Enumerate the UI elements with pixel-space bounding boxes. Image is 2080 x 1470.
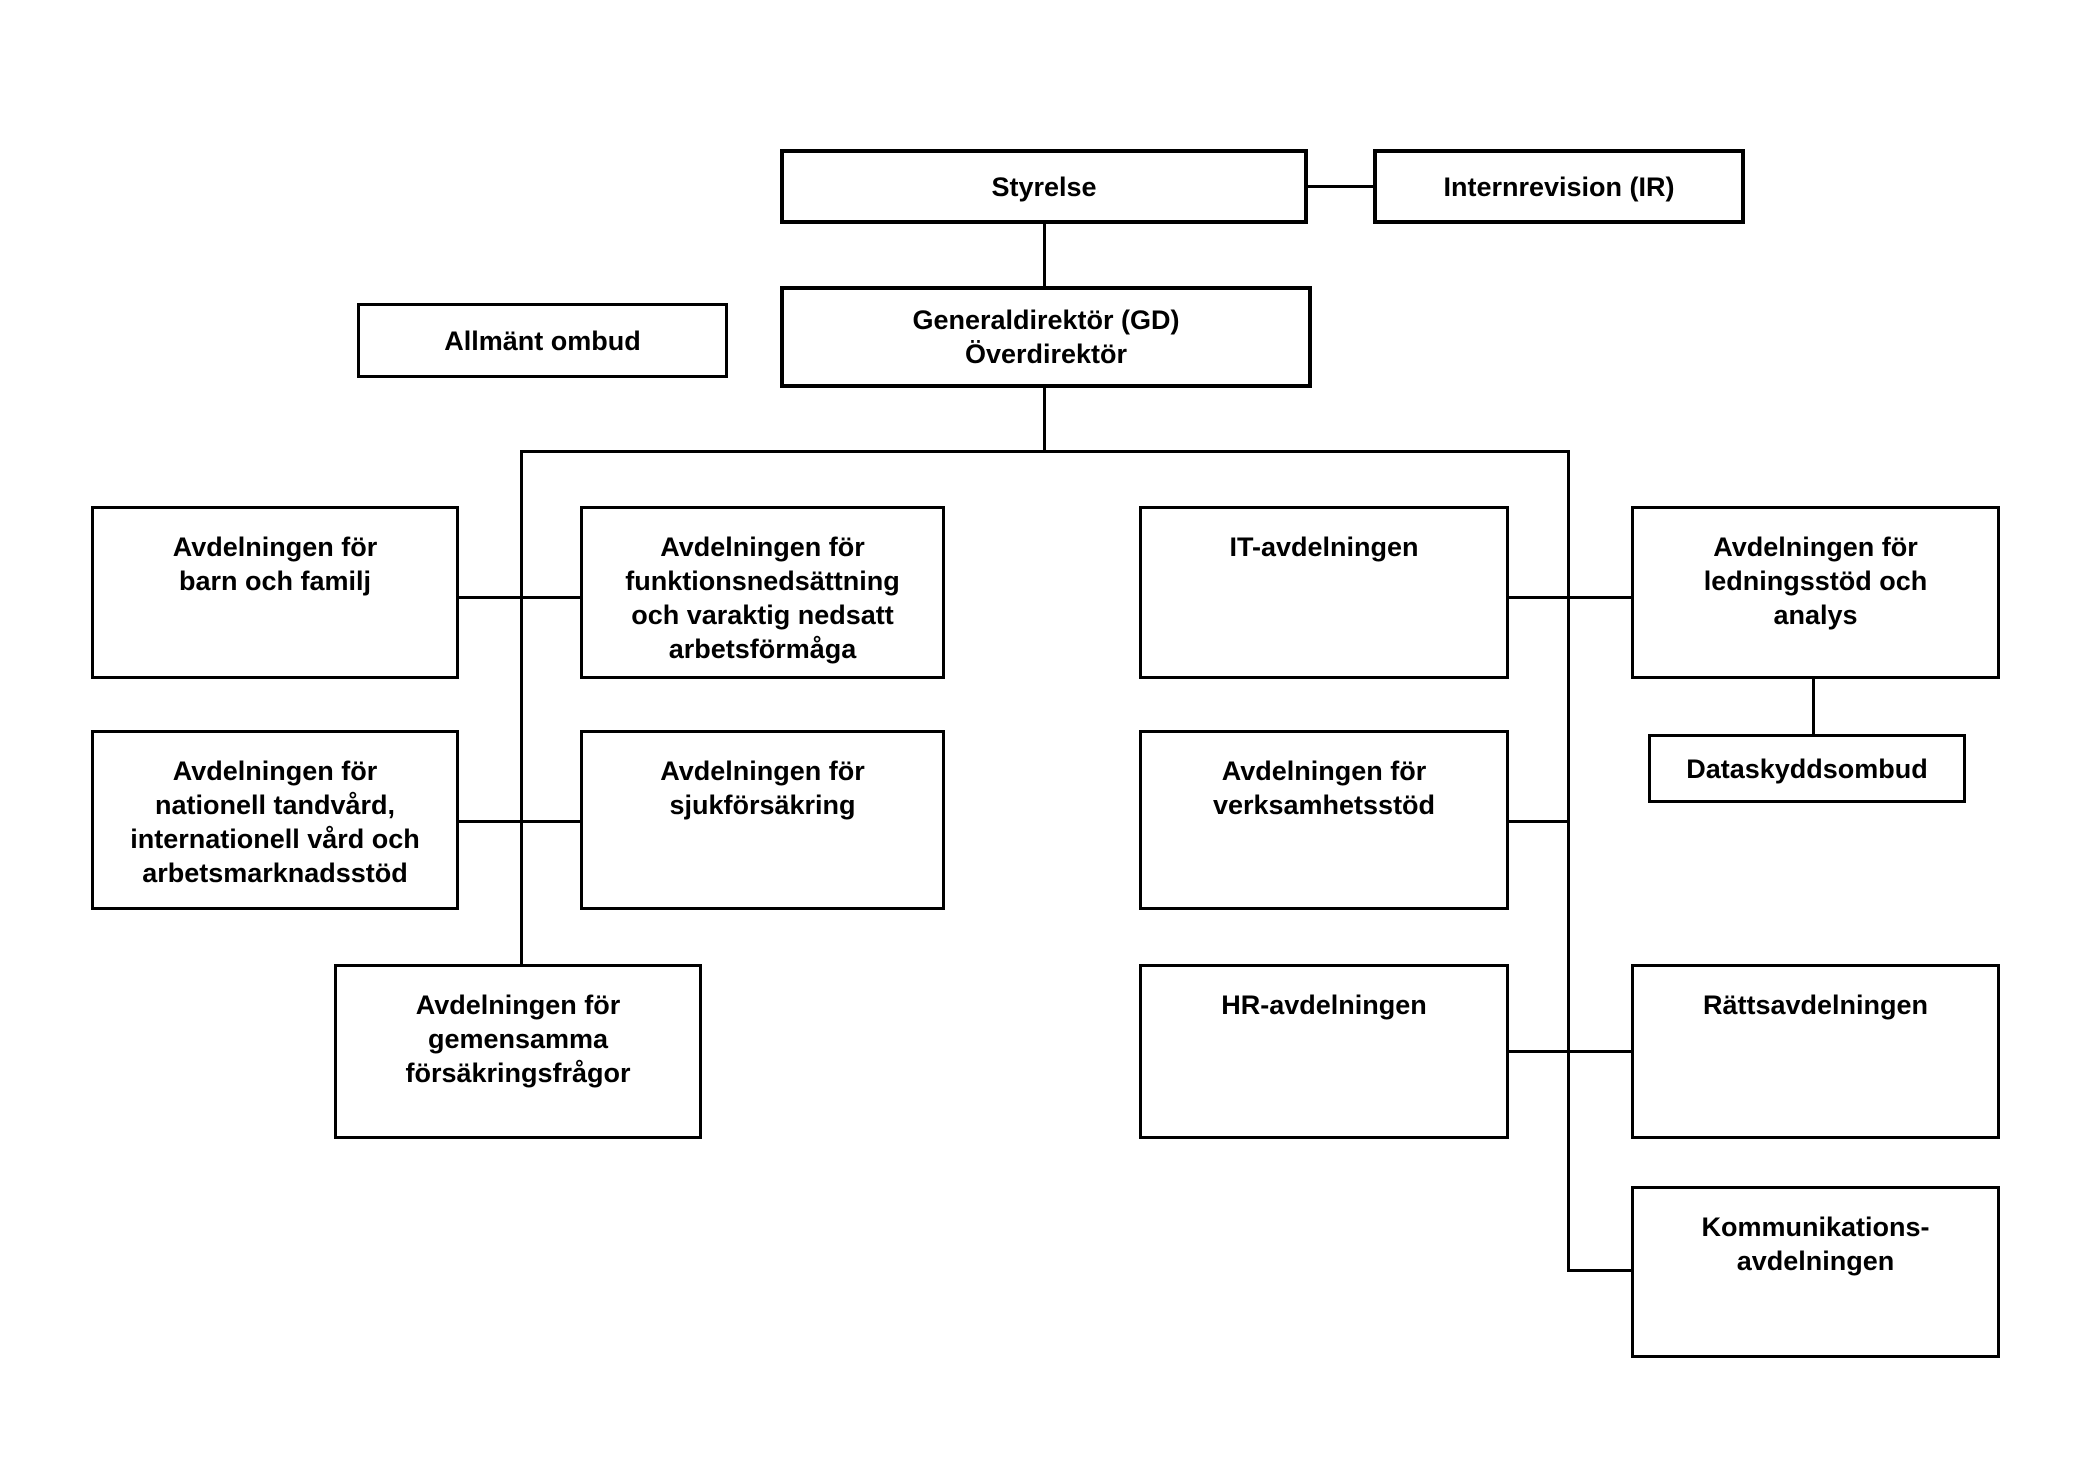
node-dataskyddsombud: Dataskyddsombud	[1648, 734, 1966, 803]
node-allmant-ombud-label: Allmänt ombud	[444, 325, 641, 356]
edge-tandvard-sjukforsakring	[459, 820, 580, 823]
edge-left-trunk-vertical	[520, 450, 523, 964]
node-hr-avdelningen: HR-avdelningen	[1139, 964, 1509, 1139]
node-dataskyddsombud-label: Dataskyddsombud	[1686, 753, 1928, 784]
node-verksamhetsstod-label: Avdelningen för verksamhetsstöd	[1212, 756, 1436, 820]
node-ledningsstod-och-analys: Avdelningen för ledningsstöd och analys	[1631, 506, 2000, 679]
node-gemensamma-forsakringsfragor: Avdelningen för gemensamma försäkringsfr…	[334, 964, 702, 1139]
node-nationell-tandvard-label: Avdelningen för nationell tandvård, inte…	[130, 756, 420, 888]
edge-trunk-horizontal	[520, 450, 1570, 453]
node-generaldirektor: Generaldirektör (GD) Överdirektör	[780, 286, 1312, 388]
edge-styrelse-generaldirektor	[1043, 224, 1046, 286]
node-gemensamma-forsakringsfragor-label: Avdelningen för gemensamma försäkringsfr…	[405, 990, 631, 1088]
edge-generaldirektor-trunk	[1043, 388, 1046, 453]
edge-barn-funktionsnedsattning	[459, 596, 580, 599]
node-kommunikationsavdelningen-label: Kommunikations- avdelningen	[1701, 1212, 1930, 1276]
node-internrevision-label: Internrevision (IR)	[1443, 171, 1675, 202]
edge-it-ledningsstod	[1509, 596, 1631, 599]
node-barn-och-familj: Avdelningen för barn och familj	[91, 506, 459, 679]
edge-trunk-kommunikationsavdelningen	[1567, 1269, 1631, 1272]
node-generaldirektor-label: Generaldirektör (GD) Överdirektör	[912, 305, 1180, 369]
node-it-avdelningen-label: IT-avdelningen	[1229, 532, 1419, 562]
node-internrevision: Internrevision (IR)	[1373, 149, 1745, 224]
node-funktionsnedsattning-label: Avdelningen för funktionsnedsättning och…	[625, 532, 900, 664]
edge-ledningsstod-dataskyddsombud	[1812, 679, 1815, 734]
node-sjukforsakring: Avdelningen för sjukförsäkring	[580, 730, 945, 910]
node-rattsavdelningen: Rättsavdelningen	[1631, 964, 2000, 1139]
node-funktionsnedsattning: Avdelningen för funktionsnedsättning och…	[580, 506, 945, 679]
node-sjukforsakring-label: Avdelningen för sjukförsäkring	[660, 756, 865, 820]
node-styrelse: Styrelse	[780, 149, 1308, 224]
node-barn-och-familj-label: Avdelningen för barn och familj	[172, 532, 378, 596]
node-styrelse-label: Styrelse	[991, 171, 1097, 202]
node-allmant-ombud: Allmänt ombud	[357, 303, 728, 378]
node-ledningsstod-och-analys-label: Avdelningen för ledningsstöd och analys	[1703, 532, 1928, 630]
edge-verksamhetsstod-trunk	[1509, 820, 1570, 823]
node-kommunikationsavdelningen: Kommunikations- avdelningen	[1631, 1186, 2000, 1358]
edge-styrelse-internrevision	[1308, 185, 1373, 188]
node-nationell-tandvard: Avdelningen för nationell tandvård, inte…	[91, 730, 459, 910]
node-hr-avdelningen-label: HR-avdelningen	[1221, 990, 1427, 1020]
edge-right-trunk-vertical	[1567, 450, 1570, 1272]
node-it-avdelningen: IT-avdelningen	[1139, 506, 1509, 679]
node-rattsavdelningen-label: Rättsavdelningen	[1702, 990, 1929, 1020]
node-verksamhetsstod: Avdelningen för verksamhetsstöd	[1139, 730, 1509, 910]
edge-hr-rattsavdelningen	[1509, 1050, 1631, 1053]
